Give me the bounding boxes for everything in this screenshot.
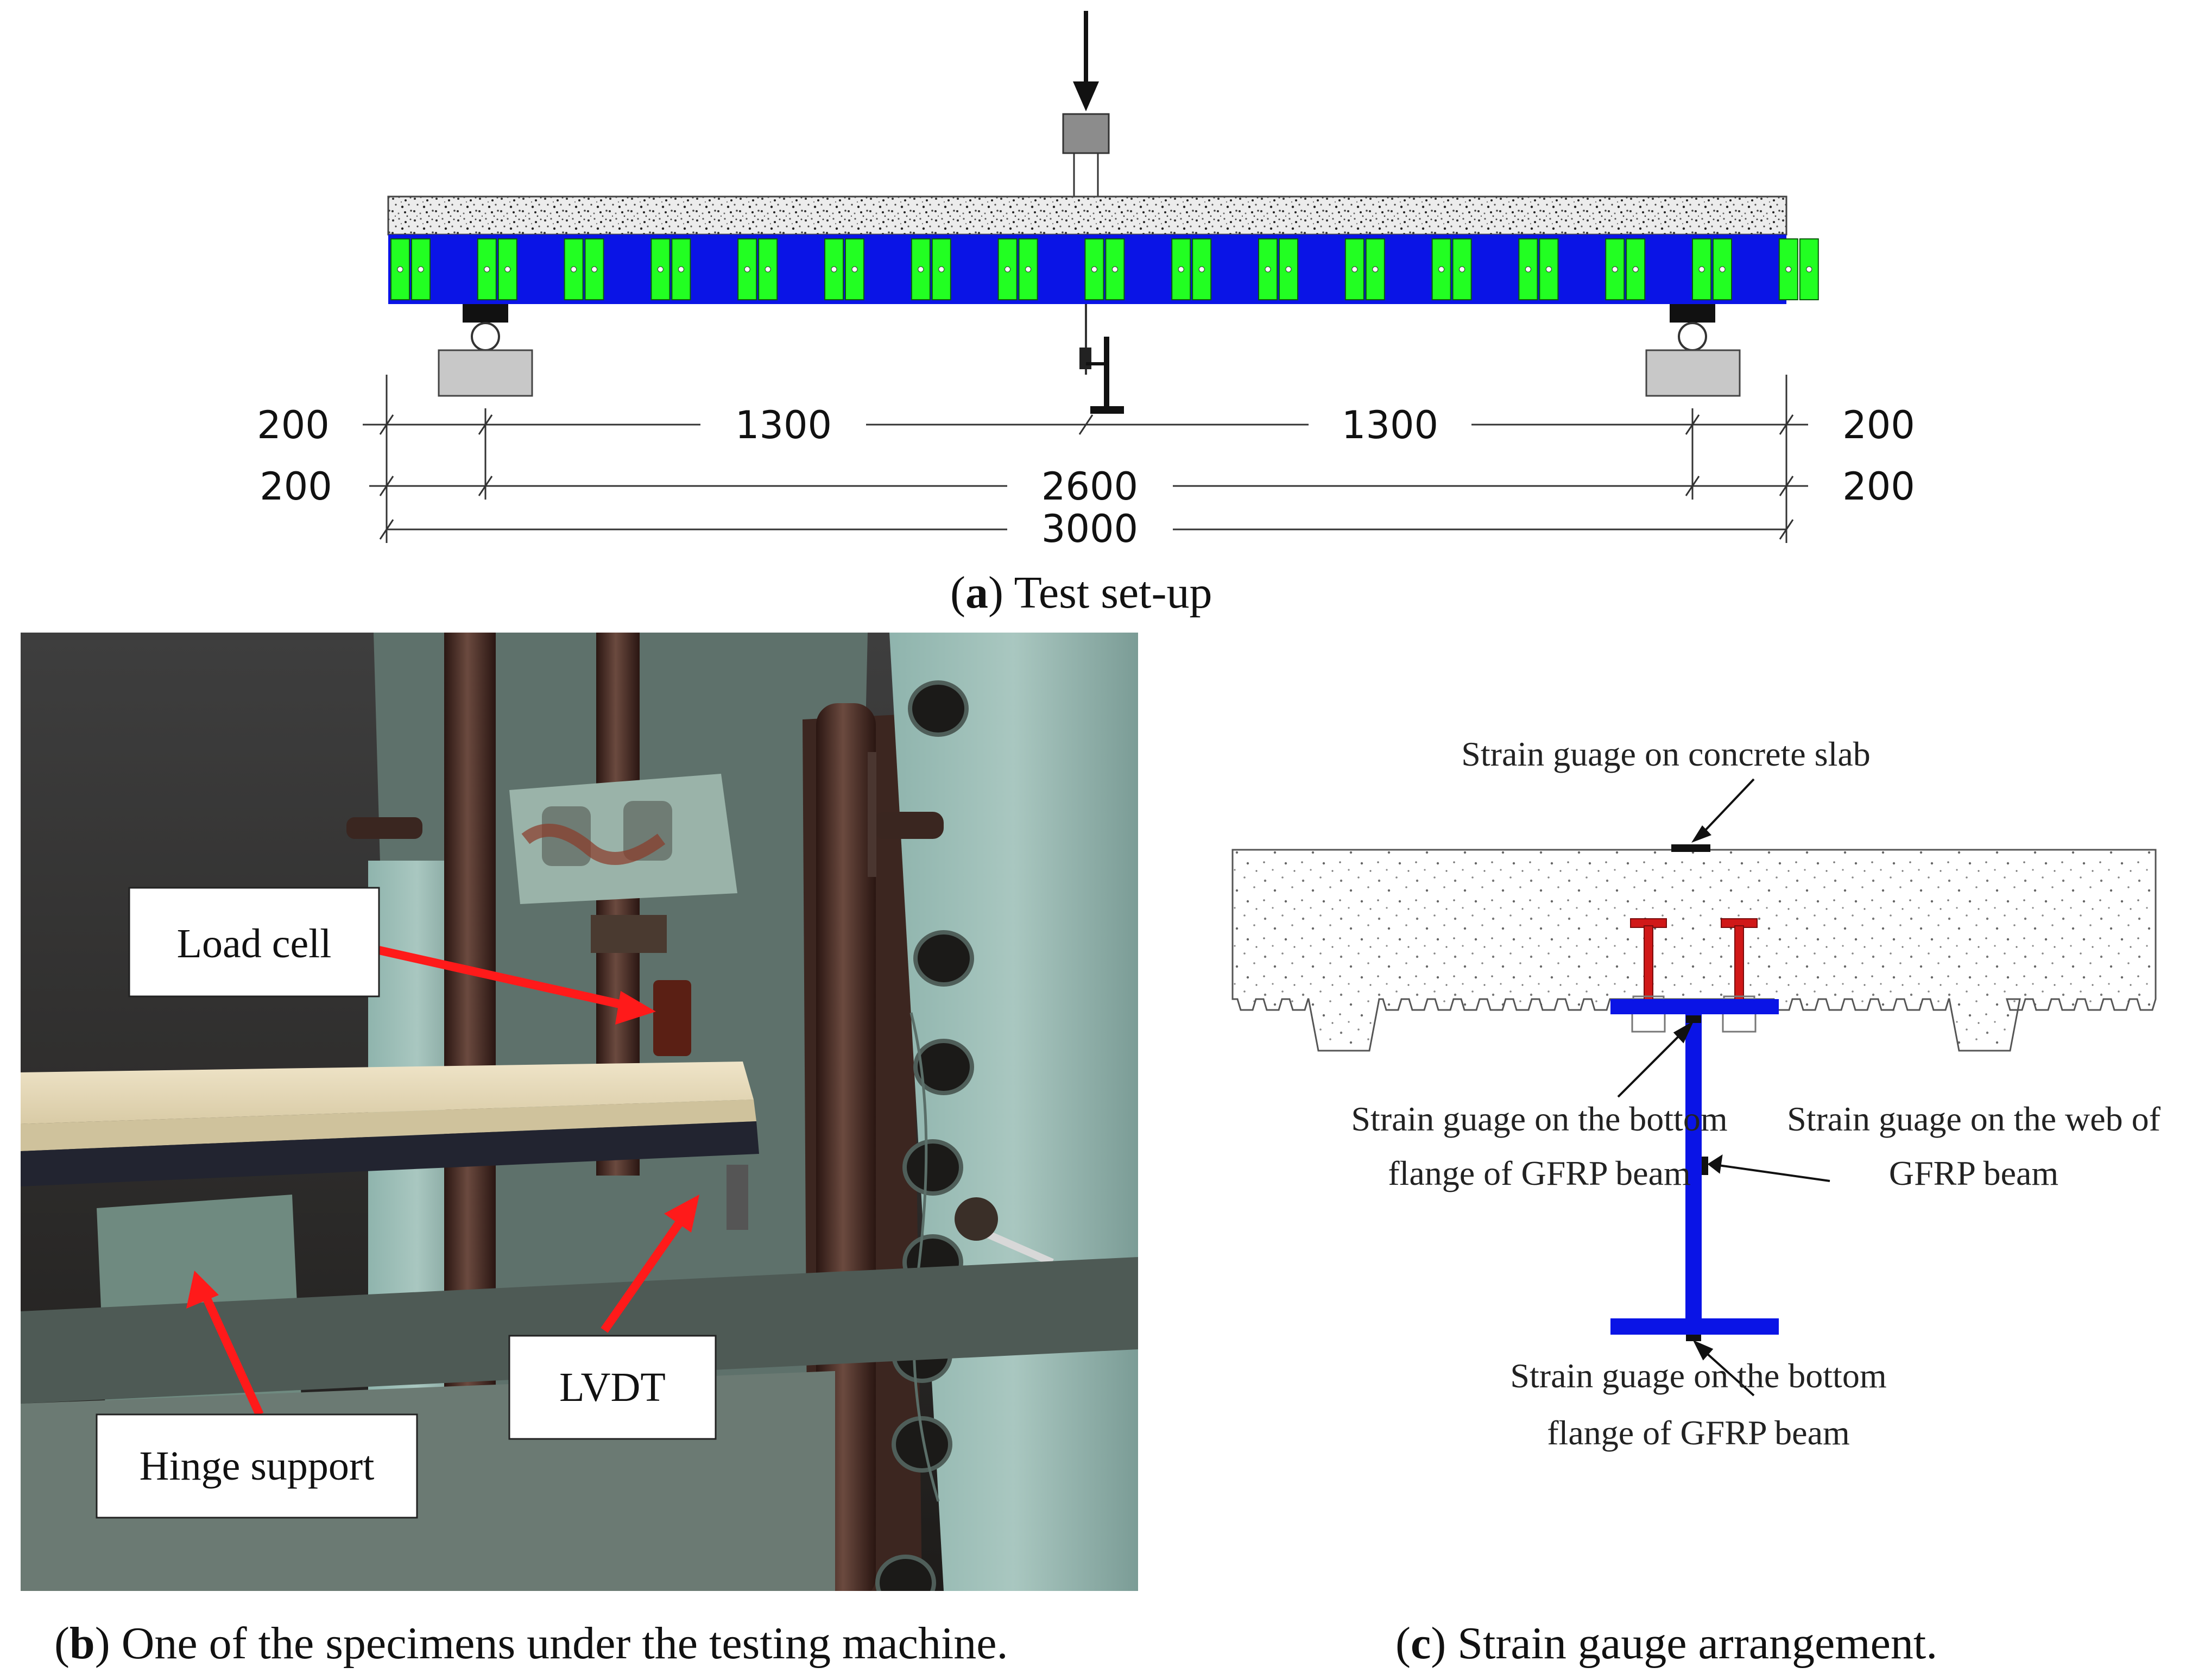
load-arrow-head bbox=[1073, 81, 1099, 111]
svg-text:LVDT: LVDT bbox=[559, 1365, 666, 1410]
svg-text:Hinge support: Hinge support bbox=[140, 1443, 375, 1489]
connector-plate bbox=[1171, 238, 1212, 300]
connector-plate bbox=[1258, 238, 1298, 300]
connector-plate bbox=[1778, 238, 1819, 300]
frame-holes bbox=[875, 680, 974, 1591]
connector-plate bbox=[477, 238, 517, 300]
gfrp-i-beam bbox=[1610, 999, 1779, 1335]
shear-connector-plates bbox=[390, 238, 1819, 300]
dim-right-overhang: 200 bbox=[1842, 403, 1915, 447]
dim-clear-span: 2600 bbox=[1041, 464, 1138, 509]
dim-right-shear-span: 1300 bbox=[1342, 403, 1438, 447]
connector-plate bbox=[390, 238, 431, 300]
loading-block bbox=[1062, 113, 1110, 154]
note-web-line1: Strain guage on the web of bbox=[1787, 1100, 2161, 1138]
connector-plate bbox=[824, 238, 864, 300]
web-strain-gauge bbox=[1702, 1157, 1708, 1175]
bottom-flange-strain-gauge bbox=[1686, 1335, 1701, 1341]
note-bottom-line1: Strain guage on the bottom bbox=[1510, 1356, 1886, 1395]
connector-plate bbox=[911, 238, 951, 300]
connector-plate bbox=[1431, 238, 1472, 300]
dimension-lines bbox=[363, 375, 1808, 543]
slab-strain-gauge bbox=[1671, 844, 1710, 852]
test-setup-diagram: 200 1300 1300 200 200 2600 200 3000 bbox=[257, 11, 1915, 551]
caption-c: (c) Strain gauge arrangement. bbox=[1395, 1618, 1938, 1669]
note-top-flange-line2: flange of GFRP beam bbox=[1388, 1154, 1691, 1192]
lvdt-label: LVDT bbox=[508, 1335, 717, 1440]
connector-plate bbox=[997, 238, 1038, 300]
connector-plate bbox=[1518, 238, 1559, 300]
testing-machine-photo: Load cell LVDT Hinge support bbox=[21, 633, 1138, 1591]
connector-plate bbox=[1605, 238, 1646, 300]
concrete-slab bbox=[387, 195, 1787, 236]
caption-b: (b) One of the specimens under the testi… bbox=[54, 1618, 1008, 1669]
note-top-flange-line1: Strain guage on the bottom bbox=[1351, 1100, 1727, 1138]
caption-a: (a) Test set-up bbox=[950, 567, 1212, 618]
connector-plate bbox=[1344, 238, 1385, 300]
connector-plate bbox=[650, 238, 691, 300]
connector-plate bbox=[564, 238, 604, 300]
note-bottom-line2: flange of GFRP beam bbox=[1547, 1413, 1850, 1452]
load-cell bbox=[653, 980, 691, 1056]
connector-plate bbox=[737, 238, 778, 300]
right-support bbox=[1645, 304, 1741, 397]
hinge-support-label: Hinge support bbox=[96, 1413, 418, 1519]
dim-left-overhang-2: 200 bbox=[260, 464, 332, 509]
note-slab: Strain guage on concrete slab bbox=[1461, 735, 1871, 773]
left-support bbox=[438, 304, 533, 397]
svg-text:Load cell: Load cell bbox=[177, 921, 332, 967]
dim-total-length: 3000 bbox=[1041, 507, 1138, 551]
load-cell-label: Load cell bbox=[128, 887, 380, 997]
strain-gauge-diagram: Strain guage on concrete slab Strain gua… bbox=[1231, 735, 2161, 1452]
connector-plate bbox=[1084, 238, 1125, 300]
note-web-line2: GFRP beam bbox=[1889, 1154, 2058, 1192]
connector-plate bbox=[1692, 238, 1732, 300]
dim-left-overhang: 200 bbox=[257, 403, 330, 447]
dim-right-overhang-2: 200 bbox=[1842, 464, 1915, 509]
top-flange-strain-gauge bbox=[1686, 1015, 1701, 1023]
dim-left-shear-span: 1300 bbox=[735, 403, 832, 447]
lvdt-stand bbox=[1079, 304, 1124, 414]
label-arrows bbox=[186, 946, 699, 1417]
